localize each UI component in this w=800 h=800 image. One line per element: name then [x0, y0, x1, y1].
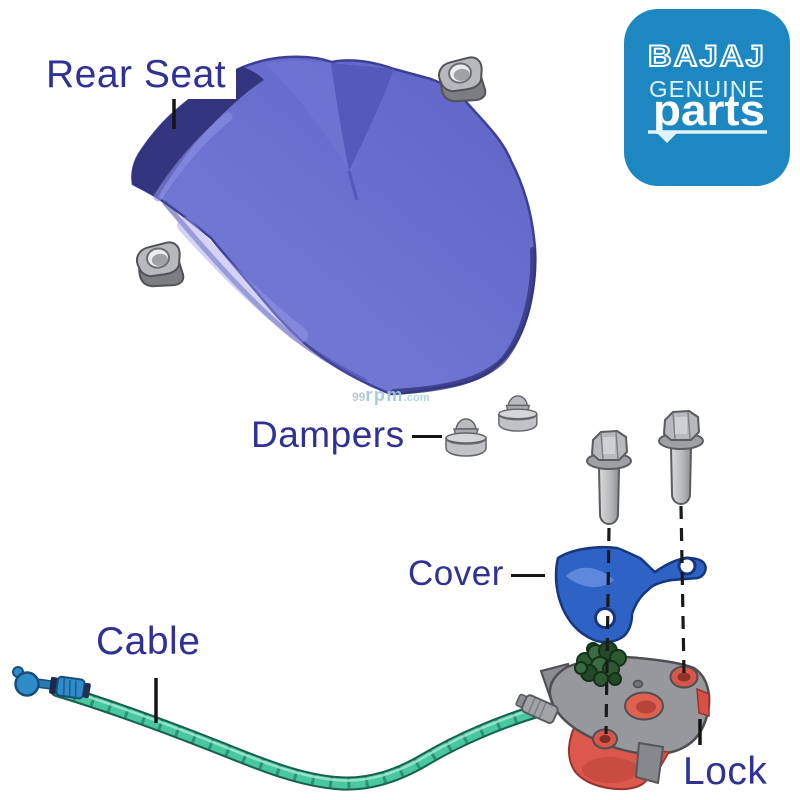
- logo-art: BAJAJ GENUINE parts: [647, 39, 767, 143]
- cable-label: Cable: [96, 622, 200, 661]
- lock-holes: [592, 665, 699, 750]
- damper-right: [498, 395, 538, 432]
- lock-spring: [574, 641, 627, 687]
- bajaj-genuine-parts-logo: BAJAJ GENUINE parts: [624, 9, 790, 186]
- lock-label-text: Lock: [683, 750, 768, 793]
- dampers-leader-dash: [411, 435, 442, 438]
- square-nut-left: [136, 241, 185, 288]
- lock-label: Lock: [683, 752, 767, 791]
- assembly-dashed-line-left: [604, 527, 611, 735]
- watermark-tld: .com: [403, 392, 430, 404]
- assembly-dashed-line-right: [679, 505, 686, 675]
- seat-nose-facet: [265, 60, 349, 171]
- cable-part: [12, 666, 544, 791]
- cover-leader-dash: [510, 574, 545, 577]
- watermark-brand: rpm: [365, 385, 404, 405]
- bolt-right: [658, 410, 704, 506]
- rear-seat-part: [131, 55, 537, 396]
- cover-part: [554, 545, 707, 644]
- logo-brand-text: BAJAJ: [648, 40, 766, 73]
- logo-genuine-text: GENUINE: [649, 76, 765, 102]
- lock-part: [515, 641, 711, 791]
- bolt-left: [586, 430, 632, 526]
- rear-seat-label-text: Rear Seat: [46, 53, 227, 96]
- logo-parts-text: parts: [653, 86, 765, 135]
- rear-seat-label: Rear Seat: [46, 53, 237, 99]
- cable-label-text: Cable: [96, 620, 201, 663]
- cable-end-fitting: [12, 666, 91, 700]
- cover-label-text: Cover: [408, 554, 504, 593]
- watermark-prefix: 99: [352, 390, 366, 404]
- dampers-label: Dampers: [251, 416, 442, 453]
- cover-label: Cover: [408, 556, 545, 591]
- dampers-label-text: Dampers: [251, 414, 405, 455]
- damper-left: [445, 418, 487, 457]
- cable-lock-fitting: [515, 693, 559, 724]
- square-nut-right: [438, 56, 487, 103]
- logo-arrow-icon: [656, 132, 678, 143]
- seat-rim-shadow: [132, 67, 264, 198]
